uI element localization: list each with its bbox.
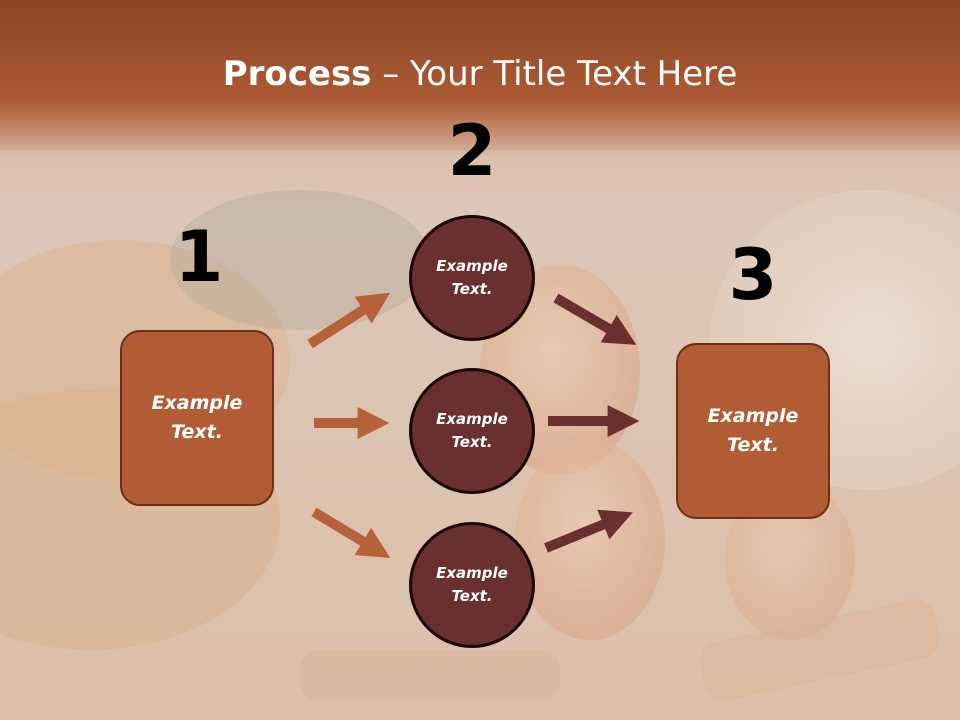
circle-bottom-line1: Example [436,564,508,582]
circle-top-line1: Example [436,257,508,275]
step-number-2: 2 [447,110,497,192]
right-box-line1: Example [707,405,799,427]
left-box-line1: Example [151,392,243,414]
slide-title: Process – Your Title Text Here [0,52,960,96]
title-bold: Process [222,54,372,94]
step-number-1: 1 [174,216,224,298]
circle-top-line2: Text. [451,280,493,298]
title-rest: – Your Title Text Here [371,54,738,94]
arrow-left-to-bottom [311,507,391,558]
arrow-bottom-to-right [544,509,633,553]
right-box-line2: Text. [727,434,779,456]
step-number-3: 3 [728,234,778,316]
left-box-line2: Text. [171,421,223,443]
arrow-top-to-right [553,293,637,345]
circle-middle-line1: Example [436,410,508,428]
arrow-left-to-top [307,292,391,349]
circle-bottom-line2: Text. [451,587,493,605]
circle-middle-line2: Text. [451,433,493,451]
